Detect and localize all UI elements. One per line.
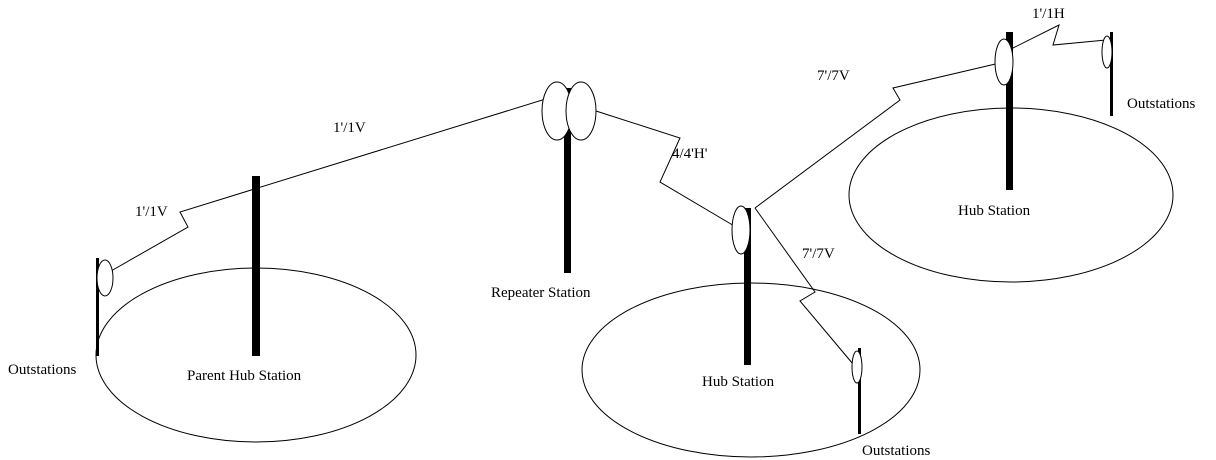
hub-station-right-label: Hub Station	[958, 203, 1031, 219]
hub-right-dish-icon	[994, 38, 1014, 86]
outstation-left-mast	[96, 258, 99, 356]
link-repeater-hub	[595, 110, 742, 231]
link-label-outstation-parent: 1'/1V	[135, 204, 168, 220]
outstation-center-dish-icon	[851, 350, 863, 384]
outstation-right-dish-icon	[1101, 35, 1113, 69]
link-hub-hub-right	[754, 61, 1005, 209]
link-hub-right-outstation	[1008, 24, 1107, 51]
outstations-center-label: Outstations	[862, 443, 930, 459]
repeater-dish-right-icon	[565, 81, 597, 141]
link-label-parent-repeater: 1'/1V	[333, 120, 366, 136]
repeater-station-label: Repeater Station	[491, 285, 591, 301]
link-hub-outstation	[754, 207, 859, 371]
outstation-right-mast	[1110, 32, 1113, 116]
link-outstation-parent-repeater	[110, 92, 566, 272]
link-label-hub-right-outstation: 1'/1H	[1032, 6, 1065, 22]
parent-hub-station-label: Parent Hub Station	[187, 368, 302, 384]
link-label-repeater-hub: 4/4'H'	[672, 146, 708, 162]
link-label-hub-outstation: 7'/7V	[802, 246, 835, 262]
parent-hub-mast	[252, 176, 260, 356]
link-label-hub-hub-right: 7'/7V	[817, 68, 850, 84]
outstation-center-mast	[858, 348, 861, 434]
outstation-left-dish-icon	[96, 259, 114, 297]
repeater-mast	[564, 88, 571, 273]
hub-right-mast	[1006, 32, 1013, 190]
outstations-left-label: Outstations	[8, 362, 76, 378]
hub-center-mast	[744, 208, 751, 365]
hub-center-dish-icon	[731, 205, 751, 255]
outstations-right-label: Outstations	[1127, 96, 1195, 112]
hub-station-center-label: Hub Station	[702, 374, 775, 390]
